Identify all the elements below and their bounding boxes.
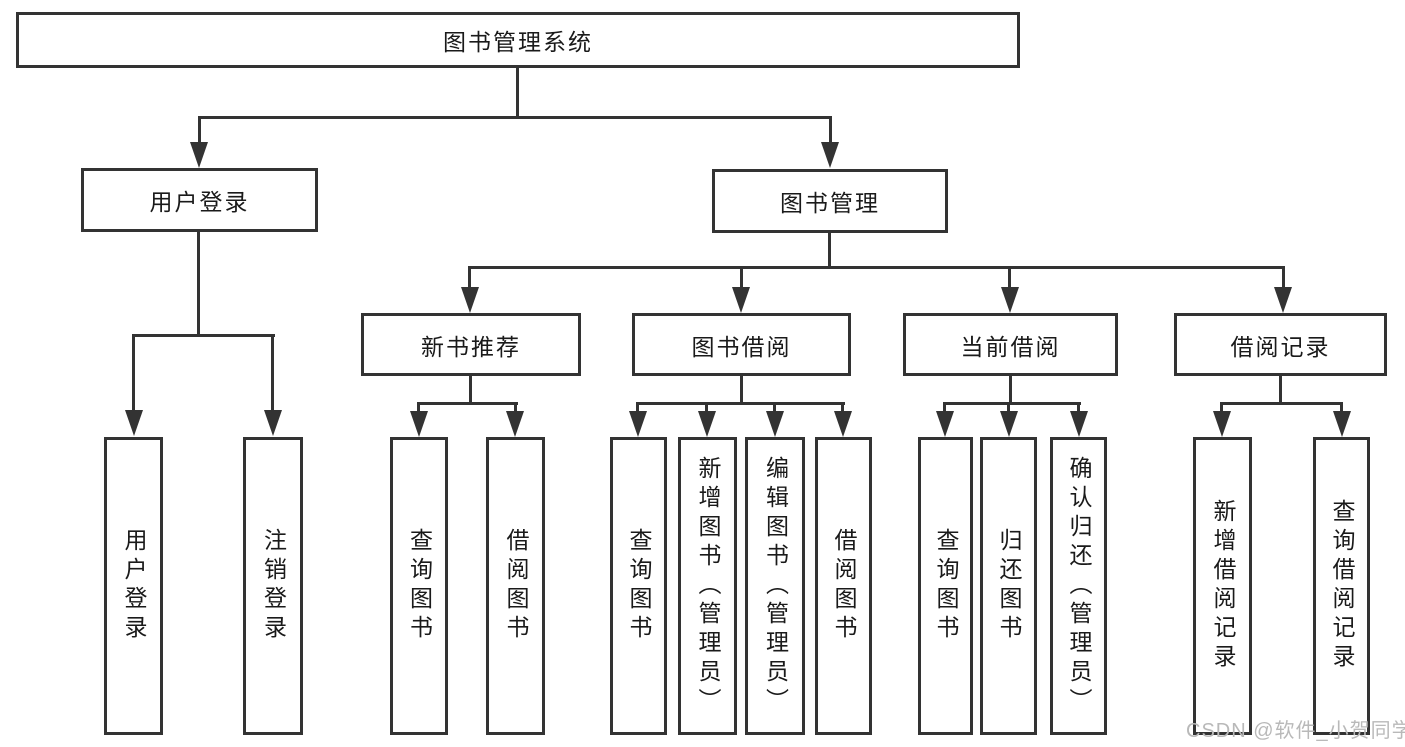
connector-line [514,402,517,413]
leaf-label: 注销登录 [260,528,287,644]
connector-line [468,266,471,289]
leaf-borrow-query: 查询图书 [610,437,667,735]
connector-line [516,68,519,119]
connector-line [1220,402,1223,413]
connector-line [271,334,274,412]
node-current-borrow: 当前借阅 [903,313,1118,376]
node-book-borrow: 图书借阅 [632,313,851,376]
leaf-label: 借阅图书 [503,528,529,644]
connector-line [1282,266,1285,289]
csdn-watermark: CSDN @软件_小贺同学 [1186,720,1405,742]
connector-line [740,376,743,405]
arrow-down-icon [1213,411,1231,437]
leaf-logout: 注销登录 [243,437,303,735]
connector-line [198,116,832,119]
arrow-down-icon [732,287,750,313]
arrow-down-icon [698,411,716,437]
connector-line [705,402,708,413]
connector-line [1008,266,1011,289]
connector-line [636,402,639,413]
arrow-down-icon [766,411,784,437]
arrow-down-icon [410,411,428,437]
connector-line [944,402,1081,405]
leaf-newbooks-borrow: 借阅图书 [486,437,545,735]
leaf-label: 新增图书（管理员） [695,455,721,717]
connector-line [1340,402,1343,413]
arrow-down-icon [125,410,143,436]
leaf-label: 查询图书 [406,528,433,644]
leaf-current-query: 查询图书 [918,437,973,735]
leaf-records-query: 查询借阅记录 [1313,437,1370,735]
leaf-current-confirm-admin: 确认归还（管理员） [1050,437,1107,735]
connector-line [740,266,743,289]
arrow-down-icon [936,411,954,437]
connector-line [841,402,844,413]
leaf-user-login: 用户登录 [104,437,163,735]
arrow-down-icon [834,411,852,437]
connector-line [1077,402,1080,413]
connector-line [198,116,201,144]
leaf-borrow-borrow: 借阅图书 [815,437,872,735]
connector-line [1009,376,1012,405]
arrow-down-icon [461,287,479,313]
connector-line [469,376,472,405]
arrow-down-icon [629,411,647,437]
leaf-label: 查询图书 [933,528,959,644]
leaf-label: 确认归还（管理员） [1066,455,1092,717]
leaf-borrow-add-admin: 新增图书（管理员） [678,437,737,735]
connector-line [469,266,1284,269]
arrow-down-icon [1333,411,1351,437]
arrow-down-icon [1000,411,1018,437]
leaf-label: 新增借阅记录 [1210,499,1236,673]
connector-line [943,402,946,413]
leaf-current-return: 归还图书 [980,437,1037,735]
connector-line [417,402,518,405]
connector-line [828,233,831,269]
leaf-label: 归还图书 [996,528,1022,644]
leaf-records-add: 新增借阅记录 [1193,437,1252,735]
connector-line [773,402,776,413]
arrow-down-icon [190,142,208,168]
arrow-down-icon [1274,287,1292,313]
connector-line [132,334,135,412]
arrow-down-icon [821,142,839,168]
node-borrow-records: 借阅记录 [1174,313,1387,376]
connector-line [1007,402,1010,413]
arrow-down-icon [506,411,524,437]
connector-line [132,334,275,337]
node-user-login: 用户登录 [81,168,318,232]
leaf-label: 查询借阅记录 [1329,499,1355,673]
connector-line [1221,402,1343,405]
node-system-root: 图书管理系统 [16,12,1020,68]
leaf-label: 编辑图书（管理员） [762,455,789,717]
leaf-label: 用户登录 [121,528,147,644]
leaf-label: 借阅图书 [831,528,857,644]
arrow-down-icon [1070,411,1088,437]
leaf-newbooks-query: 查询图书 [390,437,448,735]
leaf-borrow-edit-admin: 编辑图书（管理员） [745,437,805,735]
node-book-mgmt: 图书管理 [712,169,948,233]
connector-line [829,116,832,144]
node-new-books: 新书推荐 [361,313,581,376]
connector-line [1279,376,1282,405]
connector-line [197,232,200,337]
connector-line [417,402,420,413]
arrow-down-icon [1001,287,1019,313]
connector-line [637,402,845,405]
leaf-label: 查询图书 [626,528,652,644]
arrow-down-icon [264,410,282,436]
